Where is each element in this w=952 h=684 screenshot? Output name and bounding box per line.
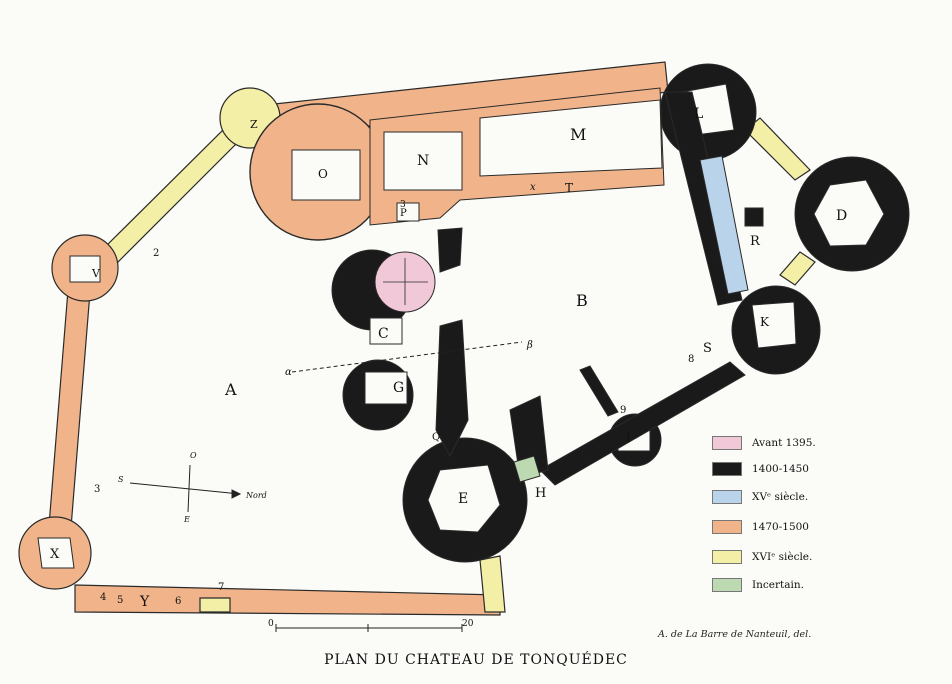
label-alpha: α [285, 367, 292, 378]
legend-swatch [712, 436, 742, 450]
label-v: V [91, 267, 101, 280]
label-n3b: 3 [400, 200, 406, 210]
legend-label: 1400-1450 [752, 463, 809, 475]
label-n5: 5 [117, 595, 123, 606]
legend-label: Incertain. [752, 579, 804, 591]
label-p: P [400, 208, 407, 219]
section-line [291, 341, 523, 373]
inner-walls-1400 [435, 91, 764, 486]
hall-m [479, 99, 663, 177]
legend-item-1400-1450: 1400-1450 [712, 462, 809, 476]
label-x: X [50, 547, 60, 562]
label-o: O [318, 167, 328, 181]
compass-rose [129, 464, 242, 513]
legend-swatch [712, 490, 742, 504]
outer-curtain-wall [47, 61, 669, 616]
credit-line: A. de La Barre de Nanteuil, del. [658, 629, 812, 640]
legend-swatch [712, 550, 742, 564]
legend-label: 1470-1500 [752, 521, 809, 533]
label-y: Y [139, 594, 150, 610]
label-m: M [570, 125, 586, 144]
label-r: R [750, 234, 761, 249]
label-l: L [694, 106, 703, 122]
label-s: S [703, 341, 712, 356]
plan-title: PLAN DU CHATEAU DE TONQUÉDEC [324, 652, 628, 668]
label-n3: 3 [94, 484, 100, 495]
legend-label: XVᵉ siècle. [752, 491, 809, 503]
xvi-walls [97, 117, 816, 613]
legend-item-xv: XVᵉ siècle. [712, 490, 808, 504]
label-z: Z [250, 118, 258, 131]
label-n9: 9 [620, 405, 626, 416]
compass-n: O [190, 451, 197, 460]
legend-swatch [712, 578, 742, 592]
label-n7: 7 [218, 582, 224, 593]
legend-label: Avant 1395. [752, 437, 816, 449]
compass-e: E [183, 515, 190, 524]
scale-twenty: 20 [462, 619, 474, 629]
legend-swatch [712, 462, 742, 476]
label-a: A [224, 380, 237, 399]
incertain-wall [513, 455, 541, 483]
label-n4: 4 [100, 592, 106, 603]
label-n: N [417, 153, 429, 169]
scale-bar [275, 624, 463, 632]
label-beta: β [526, 340, 533, 351]
legend-item-avant-1395: Avant 1395. [712, 436, 816, 450]
compass-s: S [118, 475, 124, 484]
xv-wall [699, 155, 749, 295]
label-b: B [576, 291, 588, 310]
label-c: C [378, 326, 389, 342]
legend-label: XVIᵉ siècle. [752, 551, 813, 563]
legend-swatch [712, 520, 742, 534]
compass-w: Nord [245, 491, 267, 500]
legend-item-incertain: Incertain. [712, 578, 804, 592]
label-g: G [393, 380, 404, 396]
label-n6: 6 [175, 596, 181, 607]
label-n8: 8 [688, 354, 694, 365]
label-n2: 2 [153, 248, 159, 259]
label-t: T [565, 181, 573, 195]
label-x-lower: x [530, 182, 536, 193]
label-h: H [535, 486, 546, 501]
label-q: Q [432, 432, 440, 443]
label-i: I [626, 431, 631, 445]
label-e: E [458, 491, 468, 507]
legend-item-xvi: XVIᵉ siècle. [712, 550, 812, 564]
label-d: D [836, 208, 847, 224]
legend-item-1470-1500: 1470-1500 [712, 520, 809, 534]
label-k: K [760, 315, 770, 329]
hall-n [383, 131, 463, 191]
plan-labels: A B C D E G H I K L M N O P Q R S T V X … [50, 106, 847, 629]
scale-zero: 0 [268, 619, 274, 629]
